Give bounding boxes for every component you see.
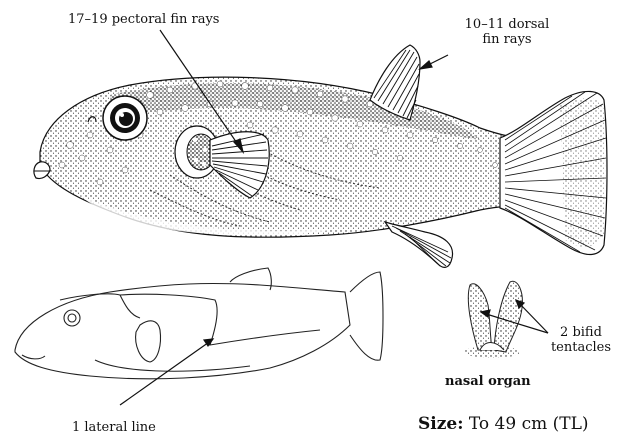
dorsal-fin-rays-line2: fin rays	[452, 32, 562, 47]
pectoral-fin-rays-label: 17–19 pectoral fin rays	[68, 12, 219, 27]
outline-fish-body	[15, 283, 350, 378]
lateral-line	[60, 294, 320, 345]
lateral-line-pointer	[120, 340, 212, 405]
size-caption: Size: To 49 cm (TL)	[418, 414, 589, 434]
caudal-fin	[500, 91, 607, 254]
outline-fish	[15, 268, 383, 379]
size-label: Size:	[418, 414, 463, 434]
bifid-line2: tentacles	[548, 340, 614, 355]
bifid-line1: 2 bifid	[548, 325, 614, 340]
fish-eye	[103, 96, 147, 140]
size-value: To 49 cm (TL)	[469, 414, 589, 434]
nasal-organ	[464, 281, 522, 358]
dorsal-fin-rays-label: 10–11 dorsal fin rays	[452, 17, 562, 47]
nasal-organ-label: nasal organ	[445, 374, 531, 389]
main-fish	[34, 45, 607, 267]
bifid-tentacles-label: 2 bifid tentacles	[548, 325, 614, 355]
lateral-line-label: 1 lateral line	[72, 420, 156, 435]
anal-fin	[385, 222, 453, 267]
dorsal-fin-rays-line1: 10–11 dorsal	[452, 17, 562, 32]
